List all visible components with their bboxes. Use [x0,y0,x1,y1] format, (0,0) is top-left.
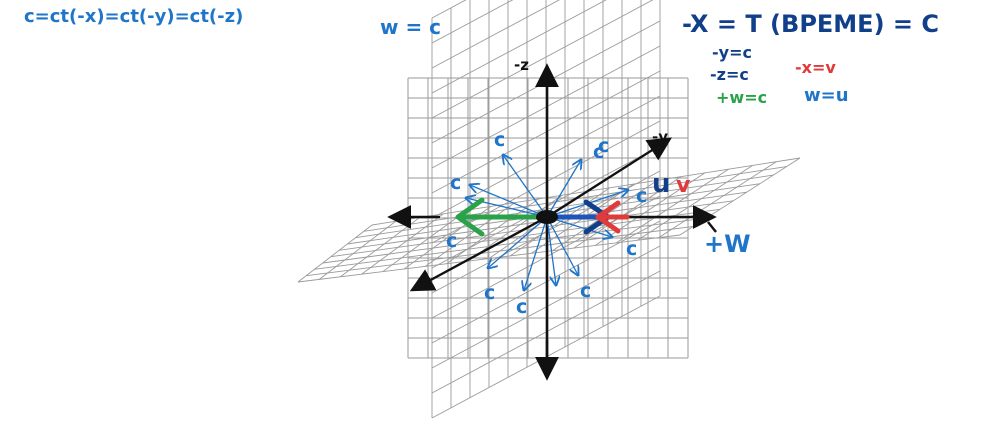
ray-label: c [484,282,495,304]
grid-line [446,198,539,265]
light-ray [546,160,581,218]
grid-line [330,200,734,258]
grid-line [573,176,682,249]
light-rays [466,155,628,290]
equation-x-v: -x=v [795,58,836,77]
grid-line [322,208,721,264]
grid-line [297,224,373,283]
w-axis-label: +W [704,230,751,258]
y-axis [546,137,673,219]
grid-line [637,165,753,241]
equation-y-c: -y=c [712,43,752,62]
light-ray [503,155,548,218]
grid-line [382,209,468,272]
ray-label: c [494,129,505,151]
ray-label: c [450,172,461,194]
grid-line [361,213,444,275]
light-ray [488,216,548,268]
grid-line [318,220,397,280]
z-axis-label: -z [514,56,529,74]
ray-label: c [446,230,457,252]
y-axis-label: -y [652,128,668,146]
red-arrow [595,200,630,234]
ray-label: c [580,280,591,302]
equation-top-left: c=ct(-x)=ct(-y)=ct(-z) [24,6,243,27]
uv-label-v: v [676,173,691,198]
grid-line [616,168,729,244]
equation-z-c: -z=c [710,65,749,84]
light-ray [470,185,548,218]
light-ray [546,216,612,237]
grid-line [314,217,707,270]
uv-label-u: u [652,169,671,199]
w-axis-tick [707,221,717,233]
grid-line [679,157,801,236]
green-arrow [455,197,543,237]
grid-line [425,202,515,267]
grid-line [306,225,694,277]
grid-line [431,0,654,119]
ray-label: c [598,135,609,157]
equation-x-time: -X = T (ВРЕМЕ) = C [682,10,939,38]
equation-w-c: w = c [380,15,441,39]
light-ray [546,216,578,275]
ray-label: c [516,296,527,318]
ray-label: c [593,141,604,163]
equation-w-plus-c: +w=c [716,88,767,107]
grid-line [431,0,514,44]
ray-label: c [636,185,647,207]
origin-point [536,210,558,224]
light-ray [524,216,548,290]
ray-label: c [626,238,637,260]
grid-line [658,161,777,238]
grid-line [431,0,561,69]
grid-line [431,0,607,94]
equation-w-u: w=u [804,85,849,106]
y-axis-negative [409,215,548,292]
light-ray [546,216,556,285]
grid-line [509,187,611,257]
